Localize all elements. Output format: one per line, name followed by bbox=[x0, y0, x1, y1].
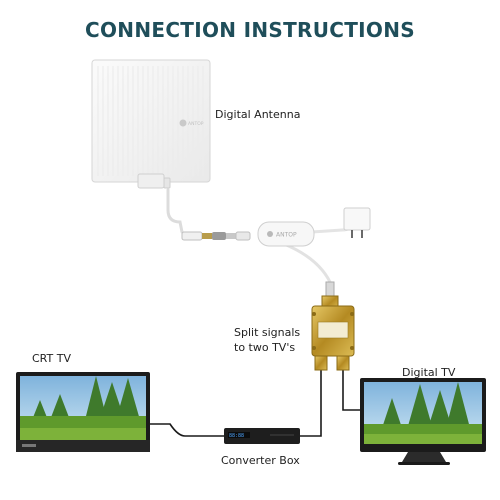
amplifier-brand-text: ANTOP bbox=[276, 232, 297, 239]
converter-display: 88:88 bbox=[229, 433, 244, 439]
converter-box-label: Converter Box bbox=[221, 454, 300, 467]
digital-antenna: ANTOP bbox=[91, 59, 211, 189]
signal-amplifier: ANTOP bbox=[257, 221, 315, 247]
signal-splitter bbox=[311, 281, 355, 371]
crt-tv-label: CRT TV bbox=[32, 352, 71, 365]
converter-to-crt-cable bbox=[149, 423, 227, 437]
splitter-to-converter-cable bbox=[297, 367, 322, 437]
split-signals-label-line1: Split signals bbox=[234, 326, 301, 339]
split-signals-label-line2: to two TV's bbox=[234, 341, 296, 354]
splitter-to-digital-tv-cable bbox=[342, 367, 367, 411]
amplifier-to-splitter-cable bbox=[282, 242, 332, 300]
crt-tv bbox=[16, 372, 150, 452]
antenna-logo-icon: ANTOP bbox=[179, 119, 204, 127]
converter-box: 88:88 bbox=[224, 428, 300, 444]
digital-tv-label: Digital TV bbox=[402, 366, 456, 379]
digital-antenna-label: Digital Antenna bbox=[215, 108, 301, 121]
antenna-coax-cable bbox=[166, 188, 184, 234]
antenna-brand-text: ANTOP bbox=[188, 121, 204, 127]
power-plug-icon bbox=[343, 207, 371, 238]
amplifier-logo-icon: ANTOP bbox=[267, 231, 297, 239]
page-title: CONNECTION INSTRUCTIONS bbox=[85, 18, 415, 42]
digital-tv bbox=[360, 378, 486, 465]
coax-connectors bbox=[181, 231, 251, 241]
